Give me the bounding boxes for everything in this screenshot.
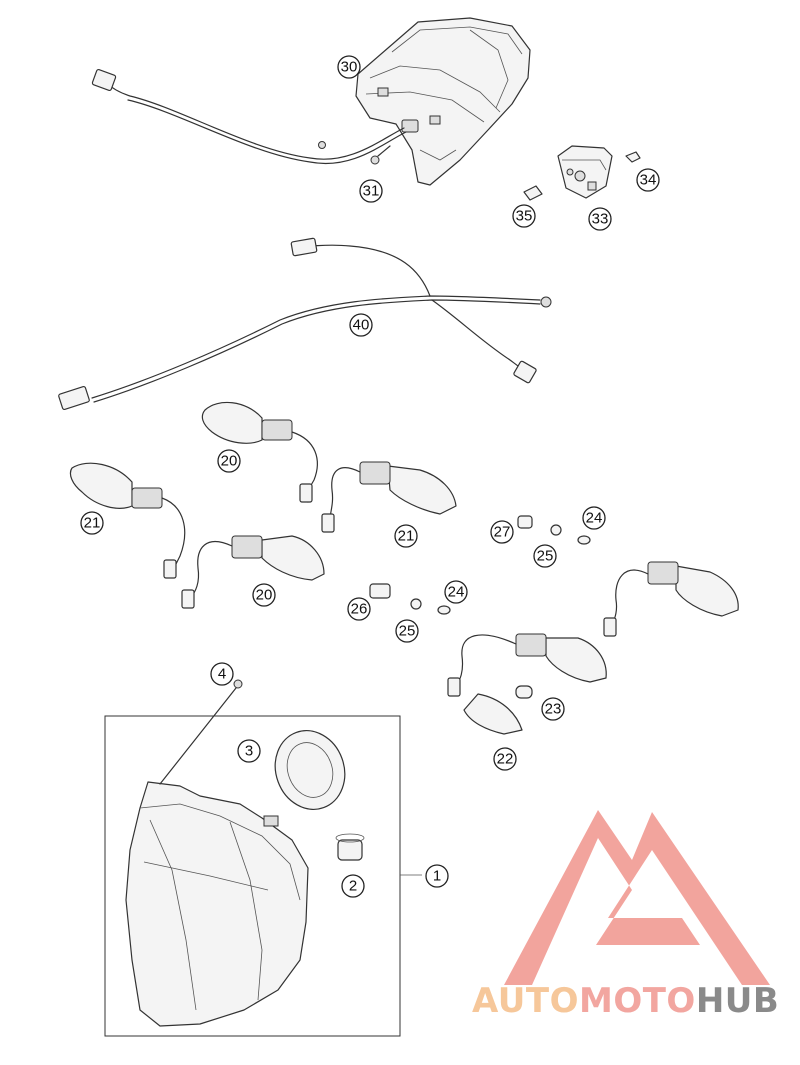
svg-text:20: 20 (256, 587, 273, 604)
svg-text:35: 35 (516, 208, 533, 225)
svg-text:20: 20 (221, 453, 238, 470)
washer-24-upper (577, 535, 591, 545)
svg-text:1: 1 (433, 868, 441, 885)
callout-22: 22 (493, 747, 517, 771)
callout-31: 31 (359, 179, 383, 203)
watermark-part-auto: AUTO (472, 981, 579, 1021)
callout-23: 23 (541, 697, 565, 721)
nut-25-lower (410, 598, 422, 610)
callout-24-lower: 24 (444, 580, 468, 604)
svg-text:23: 23 (545, 701, 562, 718)
washer-24-lower (437, 605, 451, 615)
headlight-bulb-2 (335, 833, 365, 861)
callout-27: 27 (490, 520, 514, 544)
turn-signal-21-right (321, 461, 457, 533)
svg-text:24: 24 (586, 510, 603, 527)
svg-text:26: 26 (351, 601, 368, 618)
callout-25-lower: 25 (395, 619, 419, 643)
wiring-harness-40 (58, 237, 552, 411)
callout-2: 2 (341, 874, 365, 898)
svg-text:34: 34 (640, 172, 657, 189)
socket-26 (369, 583, 391, 599)
callout-24-upper: 24 (582, 506, 606, 530)
watermark-part-moto: MOTO (579, 981, 696, 1021)
callout-30: 30 (337, 55, 361, 79)
svg-text:21: 21 (84, 515, 101, 532)
svg-text:24: 24 (448, 584, 465, 601)
svg-text:25: 25 (399, 623, 416, 640)
nut-25-upper (550, 524, 562, 536)
callout-20-upper: 20 (217, 449, 241, 473)
svg-text:33: 33 (592, 211, 609, 228)
callout-34: 34 (636, 168, 660, 192)
headlight-body (125, 781, 309, 1027)
watermark-logo (504, 810, 770, 985)
callout-26: 26 (347, 597, 371, 621)
callouts: 30 31 34 35 33 40 20 21 21 24 27 25 20 2… (80, 55, 660, 898)
bulb-23 (515, 685, 533, 699)
callout-4: 4 (210, 662, 234, 686)
lens-22 (463, 693, 523, 735)
bulb-35 (523, 185, 543, 201)
callout-21-right: 21 (394, 524, 418, 548)
tail-light-assembly (355, 17, 531, 186)
callout-1: 1 (425, 864, 449, 888)
headlight-frame (104, 715, 422, 1037)
callout-3: 3 (237, 739, 261, 763)
screw-4 (159, 679, 243, 785)
screw-34 (625, 151, 641, 163)
callout-40: 40 (349, 313, 373, 337)
socket-27 (517, 515, 533, 529)
logo-triangle-icon (504, 810, 770, 985)
turn-signal-20-upper (201, 401, 318, 503)
callout-35: 35 (512, 204, 536, 228)
svg-text:4: 4 (218, 666, 226, 683)
callout-20-lower: 20 (252, 583, 276, 607)
svg-text:30: 30 (341, 59, 358, 76)
turn-signal-21-left (69, 462, 186, 579)
license-plate-light (557, 145, 613, 199)
svg-text:40: 40 (353, 317, 370, 334)
tail-light-cable (91, 69, 407, 164)
svg-text:27: 27 (494, 524, 511, 541)
callout-25-upper: 25 (533, 544, 557, 568)
svg-text:25: 25 (537, 548, 554, 565)
screw-31 (318, 141, 391, 165)
turn-signal-right-lower (447, 633, 607, 697)
callout-33: 33 (588, 207, 612, 231)
svg-text:21: 21 (398, 528, 415, 545)
svg-text:22: 22 (497, 751, 514, 768)
watermark-text: AUTOMOTOHUB (472, 981, 779, 1021)
turn-signal-20-lower (181, 535, 325, 609)
bulb-cover-3 (274, 730, 346, 810)
turn-signal-right-upper (603, 561, 739, 637)
callout-21-left: 21 (80, 511, 104, 535)
watermark-part-hub: HUB (696, 981, 779, 1021)
svg-text:2: 2 (349, 878, 357, 895)
svg-text:31: 31 (363, 183, 380, 200)
svg-text:3: 3 (245, 743, 253, 760)
